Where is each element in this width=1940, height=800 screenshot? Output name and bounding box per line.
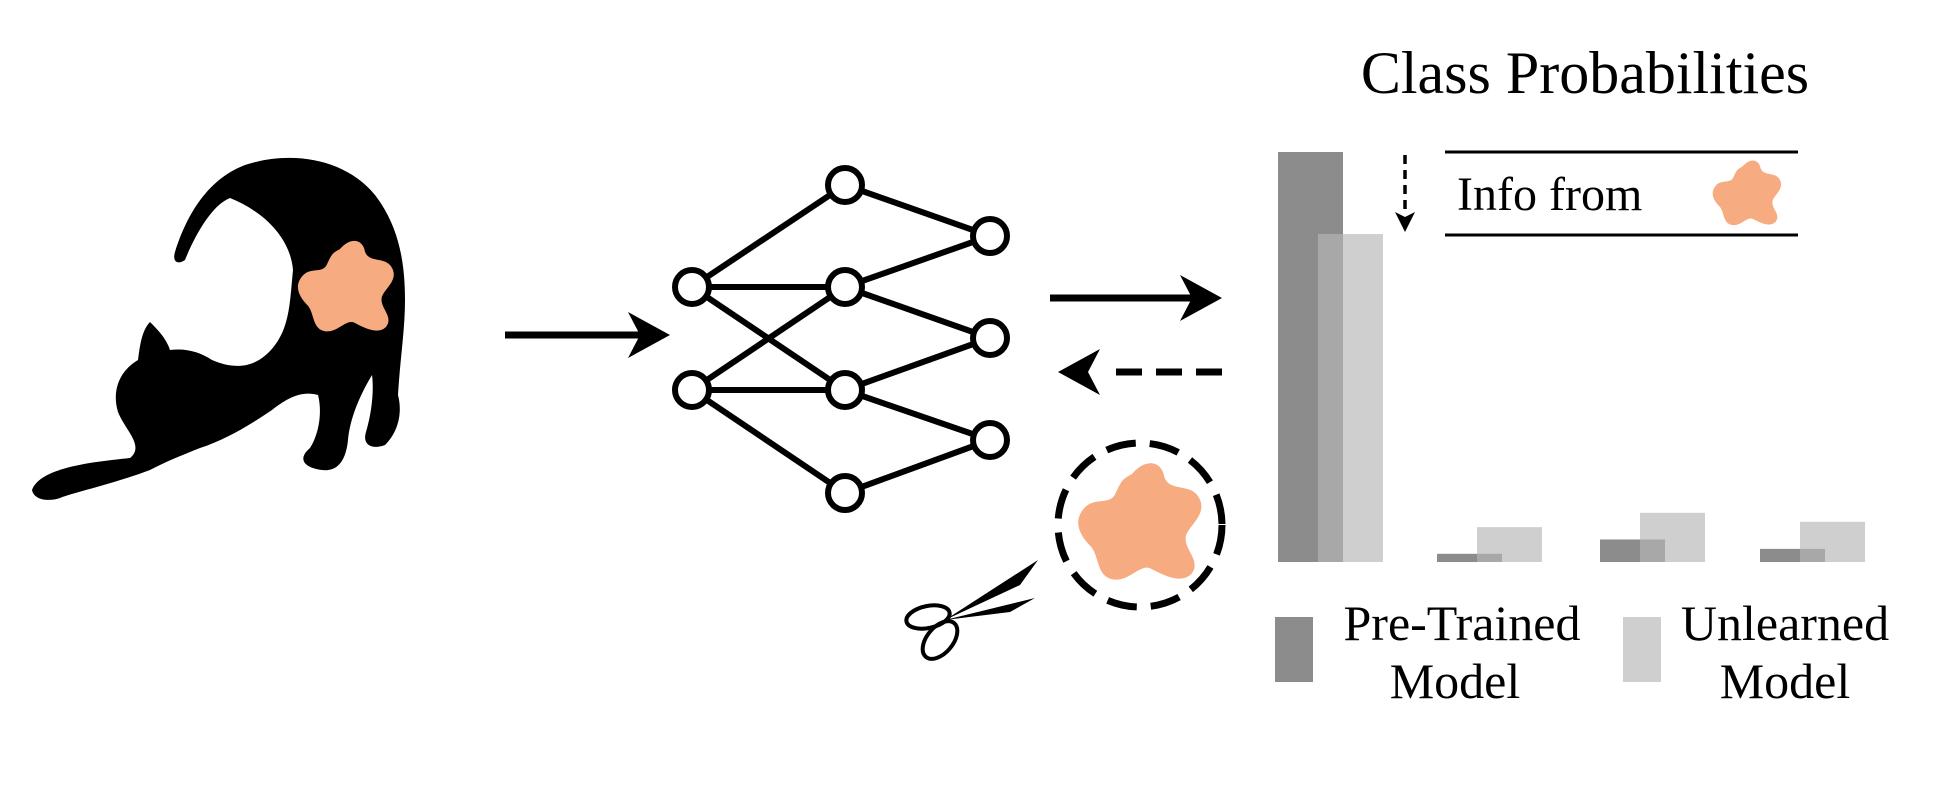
feedback-dashed-arrow: [1058, 349, 1222, 395]
network-edges: [689, 182, 993, 496]
network-node: [672, 267, 712, 307]
network-node: [970, 420, 1010, 460]
bar-overlap: [1477, 553, 1502, 562]
legend-pretrained-line2: Model: [1390, 653, 1521, 709]
legend-swatch-unlearned: [1623, 617, 1661, 682]
bar-overlap: [1800, 548, 1825, 562]
network-node: [825, 267, 865, 307]
legend: Pre-Trained Model Unlearned Model: [1275, 595, 1889, 709]
scissors-icon: [904, 560, 1038, 661]
bar-chart: [1278, 152, 1865, 562]
bar-overlap: [1640, 539, 1665, 562]
network-node: [825, 370, 865, 410]
network-node: [970, 318, 1010, 358]
bar-overlap: [1318, 234, 1343, 562]
removed-patch-group: [1054, 439, 1226, 611]
bar-pretrained: [1437, 553, 1502, 562]
input-arrow: [505, 312, 670, 358]
legend-swatch-pretrained: [1275, 617, 1313, 682]
annotation-text: Info from: [1457, 168, 1642, 221]
neural-network-icon: [672, 165, 1010, 513]
dashed-cut-circle: [1054, 439, 1226, 611]
chart-title: Class Probabilities: [1361, 40, 1809, 106]
annotation-splat-icon: [1712, 160, 1782, 226]
legend-unlearned-line2: Model: [1720, 653, 1851, 709]
forward-arrow: [1050, 275, 1222, 321]
network-node: [672, 370, 712, 410]
cat-silhouette-icon: [32, 157, 405, 500]
legend-pretrained-line1: Pre-Trained: [1343, 595, 1580, 651]
removed-splat-icon: [1078, 463, 1202, 580]
drop-dashed-arrow: [1395, 155, 1415, 232]
network-node: [825, 165, 865, 205]
network-node: [825, 473, 865, 513]
legend-unlearned-line1: Unlearned: [1681, 595, 1889, 651]
network-node: [970, 216, 1010, 256]
info-annotation: Info from: [1445, 150, 1798, 237]
